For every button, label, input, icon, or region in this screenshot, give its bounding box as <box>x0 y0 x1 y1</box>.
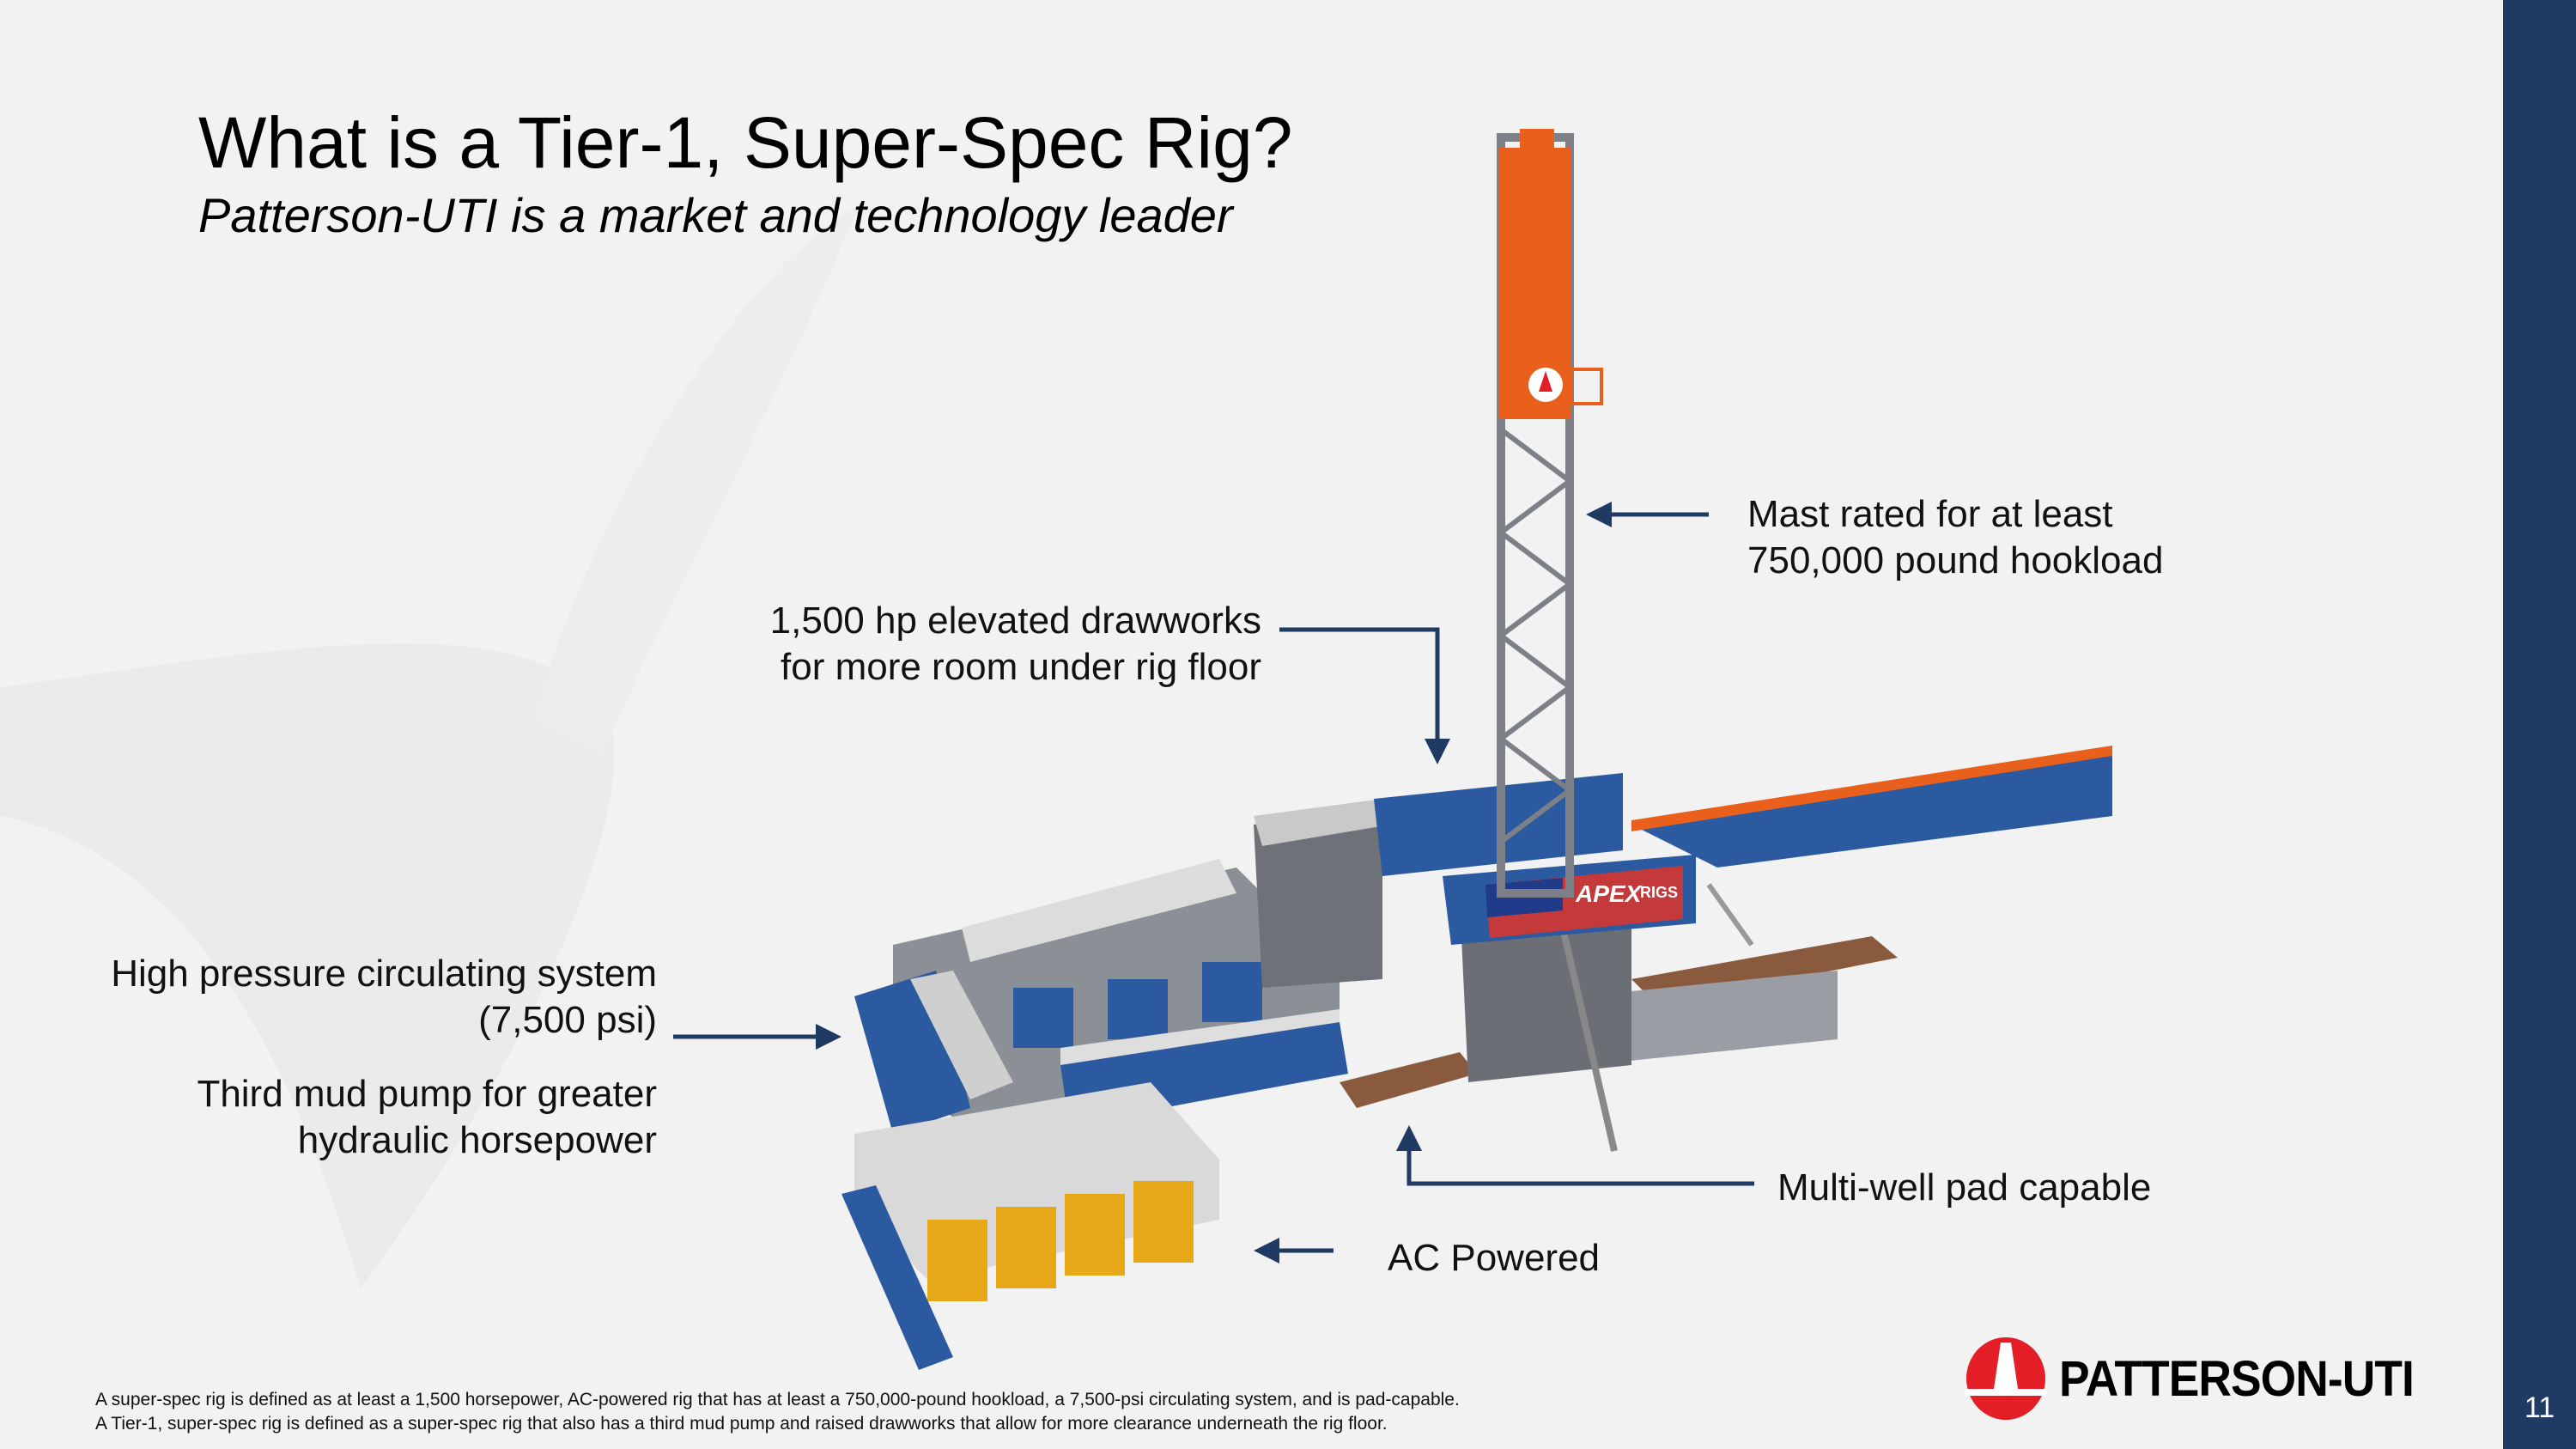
slide-subtitle: Patterson-UTI is a market and technology… <box>198 188 1233 242</box>
apex-logo-text: APEX <box>1575 880 1643 907</box>
mast-callout-line1: Mast rated for at least <box>1747 493 2113 535</box>
drawworks-arrow <box>1279 627 1450 764</box>
mud-pump-callout: Third mud pump for greater hydraulic hor… <box>197 1071 657 1164</box>
circulating-callout: High pressure circulating system (7,500 … <box>111 951 657 1044</box>
slide-title: What is a Tier-1, Super-Spec Rig? <box>198 102 1293 183</box>
background-watermark <box>0 0 2503 1449</box>
multi-well-arrow <box>1396 1125 1754 1186</box>
circulating-callout-line1: High pressure circulating system <box>111 953 657 995</box>
footnotes: A super-spec rig is defined as at least … <box>95 1388 1460 1436</box>
rigs-logo-text: RIGS <box>1640 884 1678 901</box>
patterson-uti-logo: PATTERSON-UTI <box>1965 1336 2445 1422</box>
patterson-logo-icon <box>1965 1337 2047 1420</box>
drawworks-callout: 1,500 hp elevated drawworks for more roo… <box>770 598 1261 691</box>
multi-well-callout: Multi-well pad capable <box>1777 1166 2152 1209</box>
logo-wordmark: PATTERSON-UTI <box>2059 1350 2415 1407</box>
page-number: 11 <box>2524 1391 2555 1424</box>
ac-powered-callout: AC Powered <box>1388 1237 1601 1279</box>
drawworks-callout-line1: 1,500 hp elevated drawworks <box>769 600 1261 642</box>
mast-callout-line2: 750,000 pound hookload <box>1747 539 2164 581</box>
mud-pump-callout-line1: Third mud pump for greater <box>197 1073 657 1115</box>
mud-pump-callout-line2: hydraulic horsepower <box>297 1119 657 1161</box>
mast-callout: Mast rated for at least 750,000 pound ho… <box>1747 491 2163 584</box>
footnote-super-spec: A super-spec rig is defined as at least … <box>95 1390 1460 1409</box>
drawworks-callout-line2: for more room under rig floor <box>781 646 1261 688</box>
footnote-tier-1: A Tier-1, super-spec rig is defined as a… <box>95 1414 1388 1434</box>
slide-sidebar <box>2503 0 2576 1449</box>
circulating-callout-line2: (7,500 psi) <box>478 999 657 1041</box>
